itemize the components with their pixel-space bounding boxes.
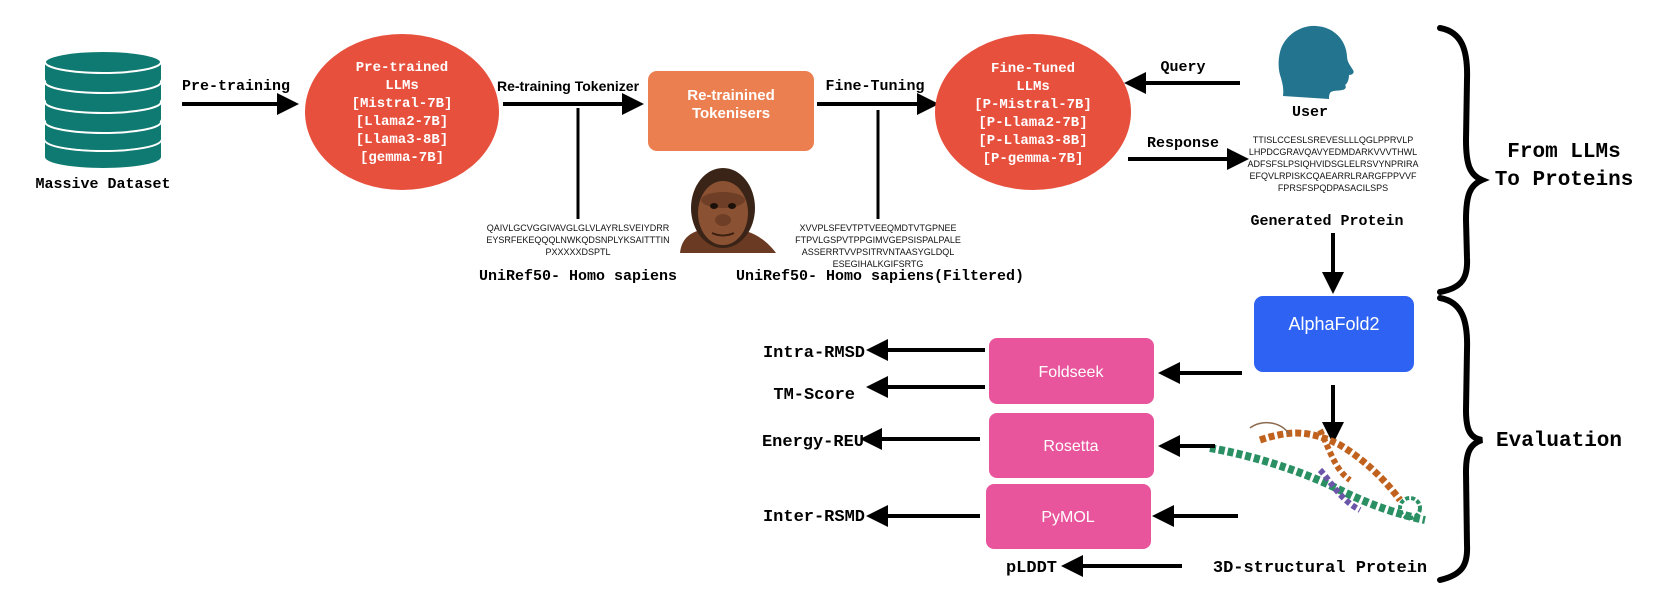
intra-rmsd-label: Intra-RMSD <box>763 344 865 363</box>
bottom-brace <box>1437 295 1484 583</box>
response-label: Response <box>1147 135 1219 152</box>
protein-structure-image <box>1209 421 1426 524</box>
pretrained-line: LLMs <box>385 78 419 94</box>
query-label: Query <box>1160 59 1205 76</box>
finetuned-line: [P-Llama2-7B] <box>978 115 1087 131</box>
structure-label: 3D-structural Protein <box>1213 559 1427 578</box>
evaluation-label: Evaluation <box>1496 430 1622 453</box>
sequence-line: XVVPLSFEVTPTVEEQMDTVTGPNEE <box>799 223 956 233</box>
tokenisers-line: Tokenisers <box>692 105 770 122</box>
pretraining-label: Pre-training <box>182 78 290 95</box>
sequence-line: LHPDCGRAVQAVYEDMDARKVVVTHWL <box>1249 147 1417 157</box>
sequence-line: PXXXXXDSPTL <box>545 247 610 257</box>
alphafold-node <box>1254 296 1414 372</box>
pretrained-line: [gemma-7B] <box>360 150 444 166</box>
sequence-line: FTPVLGSPVTPPGIMVGEPSISPALPALE <box>795 235 961 245</box>
pymol-node <box>986 484 1151 549</box>
sequence-line: EYSRFEKEQQQLNWKQDSNPLYKSAITTTIN <box>486 235 669 245</box>
generated-label: Generated Protein <box>1250 213 1403 230</box>
database-icon <box>44 50 162 168</box>
foldseek-label: Foldseek <box>1039 364 1105 381</box>
finetuned-line: LLMs <box>1016 79 1050 95</box>
pretrained-llms-node <box>305 34 499 190</box>
dataset-label: Massive Dataset <box>35 176 170 193</box>
tokenisers-node <box>648 71 814 151</box>
plddt-label: pLDDT <box>1006 559 1057 578</box>
energy-label: Energy-REU <box>762 433 864 452</box>
finetuned-llms-node <box>935 34 1131 190</box>
to-proteins-label: To Proteins <box>1495 169 1634 192</box>
pretrained-line: [Llama2-7B] <box>356 114 448 130</box>
sequence-line: ESEGIHALKGIFSRTG <box>833 259 924 269</box>
generated-sequence: TTISLCCESLSREVESLLLQGLPPRVLP LHPDCGRAVQA… <box>1247 135 1418 193</box>
sequence-line: TTISLCCESLSREVESLLLQGLPPRVLP <box>1253 135 1413 145</box>
foldseek-node <box>989 338 1154 404</box>
retraining-label: Re-training Tokenizer <box>497 78 640 94</box>
sequence-line: QAIVLGCVGGIVAVGLGLVLAYRLSVEIYDRR <box>487 223 670 233</box>
finetuned-line: [P-Mistral-7B] <box>974 97 1092 113</box>
rosetta-node <box>989 413 1154 478</box>
tokenisers-line: Re-trainined <box>687 87 775 104</box>
pymol-label: PyMOL <box>1041 509 1094 526</box>
tm-score-label: TM-Score <box>773 386 855 405</box>
from-llms-label: From LLMs <box>1507 141 1620 164</box>
alphafold-label: AlphaFold2 <box>1288 314 1379 334</box>
pretrained-llms-text: Pre-trained LLMs [Mistral-7B] [Llama2-7B… <box>352 60 453 166</box>
user-head-icon <box>1278 25 1354 100</box>
pretrained-line: [Llama3-8B] <box>356 132 448 148</box>
finetuning-label: Fine-Tuning <box>825 78 924 95</box>
finetuned-line: [P-Llama3-8B] <box>978 133 1087 149</box>
sequence-line: ASSERRTVVPSITRVNTAASYGLDQL <box>802 247 955 257</box>
inter-rmsd-label: Inter-RSMD <box>763 508 865 527</box>
database-layer-top <box>44 50 162 74</box>
rosetta-label: Rosetta <box>1043 438 1098 455</box>
finetuned-line: Fine-Tuned <box>991 61 1075 77</box>
sequence-line: ADFSFSLPSIQHVIDSGLELRSVYNPRIRA <box>1247 159 1418 169</box>
uniref-right-sequence: XVVPLSFEVTPTVEEQMDTVTGPNEE FTPVLGSPVTPPG… <box>795 223 961 269</box>
pretrained-line: Pre-trained <box>356 60 448 76</box>
sequence-line: FPRSFSPQDPASACILSPS <box>1278 183 1388 193</box>
finetuned-line: [P-gemma-7B] <box>983 151 1084 167</box>
user-label: User <box>1292 104 1328 121</box>
uniref-left-sequence: QAIVLGCVGGIVAVGLGLVLAYRLSVEIYDRR EYSRFEK… <box>486 223 669 257</box>
uniref-left-label: UniRef50- Homo sapiens <box>479 268 677 285</box>
finetuned-llms-text: Fine-Tuned LLMs [P-Mistral-7B] [P-Llama2… <box>974 61 1092 167</box>
top-brace <box>1437 25 1490 295</box>
pretrained-line: [Mistral-7B] <box>352 96 453 112</box>
sequence-line: EFQVLRPISKCQAEARRLRARGFPPVVF <box>1249 171 1417 181</box>
uniref-right-label: UniRef50- Homo sapiens(Filtered) <box>736 268 1024 285</box>
hominin-portrait-image <box>680 168 776 253</box>
